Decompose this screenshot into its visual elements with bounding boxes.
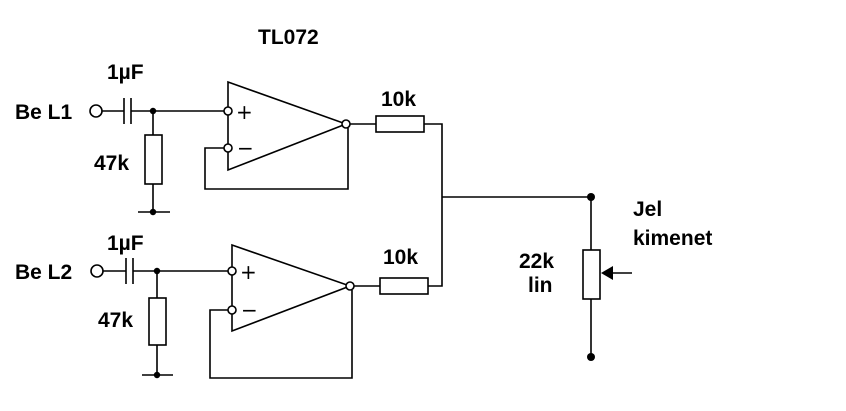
output-label-line1: Jel (633, 198, 662, 221)
opamp-2-minus-pin (227, 305, 237, 315)
opamp-1-minus-sign: − (237, 136, 254, 160)
feedback-2 (209, 290, 353, 379)
pot-wiper-arrow (601, 266, 613, 280)
opamp-1-plus-sign: + (236, 100, 253, 124)
capacitor-2 (125, 258, 134, 284)
opamp-2-output-pin (345, 281, 355, 291)
feedback-1 (204, 128, 349, 190)
opamp-2 (231, 243, 353, 333)
input-2-terminal (90, 264, 104, 278)
output-label-line2: kimenet (633, 227, 712, 250)
capacitor-1 (123, 98, 132, 124)
input-1-label: Be L1 (15, 101, 73, 124)
pot-ground-node (587, 353, 595, 361)
opamp-1-output-pin (341, 119, 351, 129)
pot-value: 22k (519, 250, 554, 273)
opamp-2-minus-sign: − (241, 298, 258, 322)
resistor-47k-2 (148, 297, 167, 346)
capacitor-1-value: 1µF (107, 61, 144, 84)
opamp-1-plus-pin (223, 106, 233, 116)
output-section: 22k lin Jel kimenet (442, 193, 712, 361)
channel-1: Be L1 1µF 47k + − 10k (15, 61, 443, 216)
resistor-10k-1 (375, 115, 425, 133)
chip-label: TL072 (258, 26, 319, 49)
channel-2: Be L2 1µF 47k + − 10k (15, 197, 443, 379)
input-2-label: Be L2 (15, 261, 72, 284)
resistor-47k-1-value: 47k (94, 152, 129, 175)
resistor-10k-2-value: 10k (383, 246, 418, 269)
capacitor-2-value: 1µF (107, 232, 144, 255)
opamp-2-plus-pin (227, 266, 237, 276)
pot-taper: lin (528, 274, 553, 297)
input-1-terminal (89, 104, 103, 118)
opamp-1-minus-pin (223, 143, 233, 153)
resistor-10k-2 (379, 277, 429, 295)
resistor-10k-1-value: 10k (381, 88, 416, 111)
resistor-47k-2-value: 47k (98, 309, 133, 332)
opamp-2-plus-sign: + (240, 260, 257, 284)
resistor-47k-1 (144, 134, 163, 185)
opamp-1 (227, 80, 349, 172)
potentiometer (582, 249, 601, 300)
